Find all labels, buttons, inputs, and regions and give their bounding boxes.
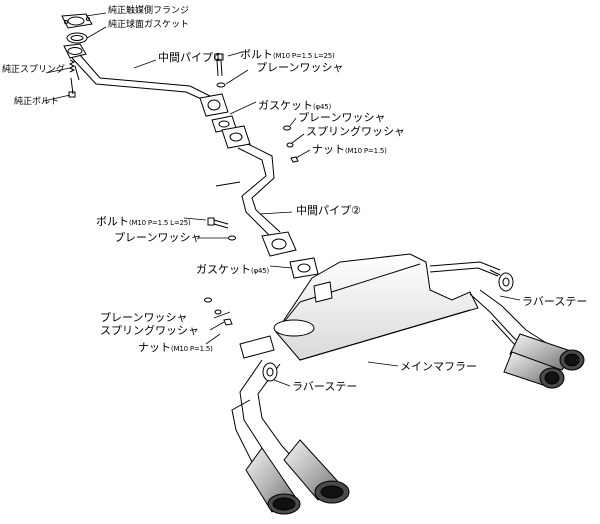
cat-flange-part bbox=[61, 13, 93, 29]
label-gasket-1-group: ガスケット(φ45) bbox=[258, 96, 331, 112]
label-genuine-bolt: 純正ボルト bbox=[14, 97, 60, 107]
washer-nut-set-1 bbox=[283, 125, 299, 163]
label-genuine-spring: 純正スプリング bbox=[2, 65, 66, 75]
label-bolt-1: ボルト bbox=[240, 48, 273, 61]
label-mid-pipe-2: 中間パイプ② bbox=[296, 204, 361, 217]
label-gasket-1-spec: (φ45) bbox=[313, 103, 331, 111]
ball-gasket-part bbox=[66, 32, 88, 44]
label-rubber-stay-left: ラバーステー bbox=[292, 380, 358, 393]
label-plain-washer-4: プレーンワッシャ bbox=[100, 311, 188, 324]
bolt-1-part bbox=[214, 53, 226, 88]
label-bolt-1-spec: (M10 P=1.5 L=25) bbox=[273, 52, 335, 60]
label-gasket-2-spec: (φ45) bbox=[251, 267, 269, 275]
bolt-2-part bbox=[207, 217, 236, 241]
label-nut-1-spec: (M10 P=1.5) bbox=[345, 147, 387, 155]
main-muffler-part bbox=[239, 253, 501, 361]
label-ball-gasket: 純正球面ガスケット bbox=[108, 20, 190, 30]
label-nut-2: ナット bbox=[138, 341, 171, 354]
label-bolt-2: ボルト bbox=[96, 215, 129, 228]
mid-pipe-2-part bbox=[215, 125, 297, 257]
label-nut-1: ナット bbox=[312, 143, 345, 156]
label-mid-pipe-1: 中間パイプ① bbox=[158, 51, 223, 64]
leader-lines bbox=[43, 12, 521, 387]
label-plain-washer-3: プレーンワッシャ bbox=[114, 231, 202, 244]
label-nut-2-spec: (M10 P=1.5) bbox=[171, 345, 213, 353]
label-bolt-1-group: ボルト(M10 P=1.5 L=25) bbox=[240, 45, 335, 61]
label-nut-2-group: ナット(M10 P=1.5) bbox=[138, 338, 213, 354]
label-spring-washer-2: スプリングワッシャ bbox=[100, 324, 199, 337]
label-bolt-2-spec: (M10 P=1.5 L=25) bbox=[129, 219, 191, 227]
rubber-stay-left-part bbox=[262, 362, 278, 382]
gasket-2-part bbox=[289, 257, 319, 279]
mid-pipe-1-part bbox=[63, 43, 229, 117]
genuine-bolt-part bbox=[68, 77, 76, 98]
tail-tips-left bbox=[245, 439, 350, 515]
label-spring-washer-1: スプリングワッシャ bbox=[306, 125, 405, 138]
label-main-muffler: メインマフラー bbox=[400, 360, 477, 373]
label-bolt-2-group: ボルト(M10 P=1.5 L=25) bbox=[96, 212, 191, 228]
rubber-stay-right-part bbox=[489, 269, 514, 292]
label-gasket-2: ガスケット bbox=[196, 263, 251, 276]
label-rubber-stay-right: ラバーステー bbox=[522, 295, 588, 308]
label-cat-flange: 純正触媒側フランジ bbox=[108, 6, 190, 16]
label-nut-1-group: ナット(M10 P=1.5) bbox=[312, 140, 387, 156]
genuine-spring-part bbox=[68, 59, 80, 81]
label-plain-washer-2: プレーンワッシャ bbox=[298, 111, 386, 124]
label-gasket-1: ガスケット bbox=[258, 99, 313, 112]
tail-tips-right bbox=[503, 333, 585, 389]
label-plain-washer-1: プレーンワッシャ bbox=[256, 61, 344, 74]
label-gasket-2-group: ガスケット(φ45) bbox=[196, 260, 269, 276]
washer-nut-set-2 bbox=[204, 297, 233, 326]
